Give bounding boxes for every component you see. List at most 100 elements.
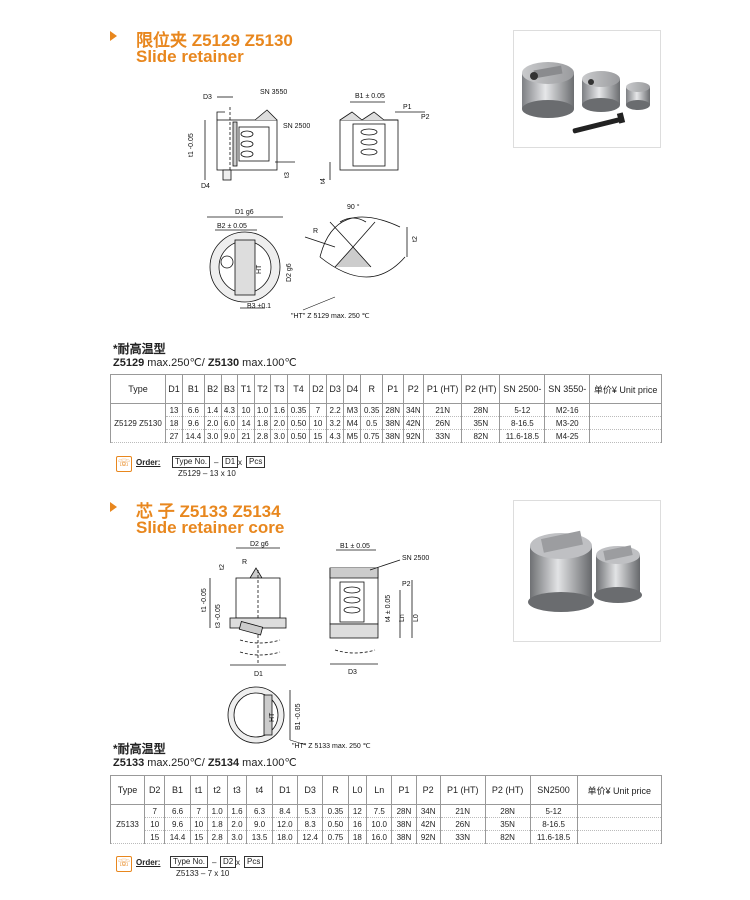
- table-cell: 15: [189, 830, 208, 844]
- table-header: R: [322, 775, 349, 805]
- table-header: T2: [253, 374, 272, 404]
- order-label: Order:: [136, 458, 161, 467]
- dim-b1b: B1 -0.05: [295, 703, 302, 730]
- table-cell: 1.8: [206, 817, 228, 831]
- order-icon: ☏: [116, 456, 132, 472]
- table-cell: 9.6: [182, 416, 205, 430]
- table-cell: 38N: [381, 429, 404, 443]
- table-cell: 2.2: [325, 403, 345, 417]
- table-cell: 18: [347, 830, 368, 844]
- table-header: P1 (HT): [423, 374, 463, 404]
- table-cell: 10.0: [366, 817, 393, 831]
- table-cell: 92N: [402, 429, 425, 443]
- table-header: B3: [220, 374, 239, 404]
- table-header: D1: [271, 775, 299, 805]
- table-cell: 11.6-18.5: [499, 429, 546, 443]
- table-cell: 1.6: [270, 403, 289, 417]
- table-header: D4: [343, 374, 362, 404]
- table-header: P2 (HT): [484, 775, 531, 805]
- table-cell: [589, 403, 662, 417]
- dim-t4: t4: [320, 178, 327, 184]
- table-cell: 34N: [415, 804, 441, 818]
- table-cell: 5-12: [499, 403, 546, 417]
- table-cell: 6.6: [182, 403, 205, 417]
- table-header: SN 2500-: [499, 374, 546, 404]
- table-cell: 16.0: [366, 830, 393, 844]
- section-title-en: Slide retainer core: [136, 518, 285, 537]
- table-cell: 15: [308, 429, 327, 443]
- table-cell: 8-16.5: [529, 817, 578, 831]
- dim-t1: t1 -0.05: [188, 133, 195, 157]
- section-title-cn: 芯 子 Z5133 Z5134: [136, 502, 281, 521]
- table-cell: 5.3: [296, 804, 324, 818]
- table-cell: 9.6: [164, 817, 191, 831]
- high-temp-note: *耐高温型: [113, 742, 166, 756]
- table-header: t3: [226, 775, 248, 805]
- table-cell: 10: [237, 403, 255, 417]
- table-type-cell: Z5133: [109, 804, 146, 844]
- temp-limits: Z5129 max.250℃/ Z5130 max.100℃: [113, 356, 297, 369]
- table-cell: 0.75: [322, 830, 349, 844]
- table-cell: 1.0: [253, 403, 272, 417]
- table-cell: 9.0: [246, 817, 273, 831]
- table-cell: 13.5: [246, 830, 273, 844]
- table-cell: M5: [343, 429, 362, 443]
- table-cell: 82N: [484, 830, 531, 844]
- table-cell: 0.5: [360, 416, 383, 430]
- table-cell: 21N: [423, 403, 463, 417]
- table-type-cell: Z5129 Z5130: [110, 403, 166, 443]
- table-cell: 26N: [423, 416, 463, 430]
- order-dash: –: [214, 458, 219, 467]
- table-cell: 2.0: [270, 416, 289, 430]
- table-cell: 0.50: [287, 416, 310, 430]
- table-cell: 3.2: [325, 416, 345, 430]
- table-cell: [576, 817, 663, 831]
- table-cell: 18.0: [271, 830, 299, 844]
- dim-d1: D1 g6: [235, 209, 254, 216]
- table-header: Type: [110, 374, 166, 404]
- table-cell: [576, 804, 663, 818]
- dim-t2: t2: [219, 564, 226, 570]
- table-header: D3: [325, 374, 345, 404]
- table-cell: 3.0: [203, 429, 222, 443]
- temp-limit-model-b: Z5134: [207, 757, 240, 769]
- dim-d4: D4: [201, 183, 210, 190]
- table-cell: 42N: [415, 817, 441, 831]
- table-cell: 35N: [484, 817, 531, 831]
- dim-b1: B1 ± 0.05: [355, 93, 385, 100]
- table-cell: 38N: [391, 830, 417, 844]
- table-cell: 7: [144, 804, 166, 818]
- table-header: SN2500: [529, 775, 578, 805]
- table-cell: 18: [164, 416, 184, 430]
- order-d1: D1: [222, 456, 239, 468]
- dim-ln: Ln: [399, 614, 406, 622]
- table-cell: 14: [237, 416, 255, 430]
- dim-b3: B3 ±0.1: [247, 303, 271, 310]
- section-title-en: Slide retainer: [136, 47, 244, 66]
- table-header: t2: [206, 775, 228, 805]
- dim-r: R: [242, 559, 247, 566]
- table-cell: 9.0: [220, 429, 239, 443]
- order-x: x: [236, 858, 240, 867]
- table-cell: 8.4: [271, 804, 299, 818]
- table-cell: 3.0: [270, 429, 289, 443]
- dim-d3: D3: [348, 669, 357, 676]
- table-header: SN 3550-: [544, 374, 591, 404]
- table-header: T4: [287, 374, 310, 404]
- dim-ht: HT: [269, 712, 276, 722]
- table-cell: 5-12: [529, 804, 578, 818]
- technical-drawing-retainer: D3 SN 3550 SN 2500 t1 -0.05 t3 D4 B1 ± 0…: [188, 89, 430, 320]
- table-cell: 7: [189, 804, 208, 818]
- table-cell: 1.4: [203, 403, 222, 417]
- temp-limit-a: max.250℃/: [144, 757, 208, 769]
- dim-t4: t4 ± 0.05: [385, 595, 392, 622]
- table-cell: 1.6: [226, 804, 248, 818]
- table-cell: 0.50: [322, 817, 349, 831]
- table-cell: 4.3: [325, 429, 345, 443]
- table-cell: 8.3: [296, 817, 324, 831]
